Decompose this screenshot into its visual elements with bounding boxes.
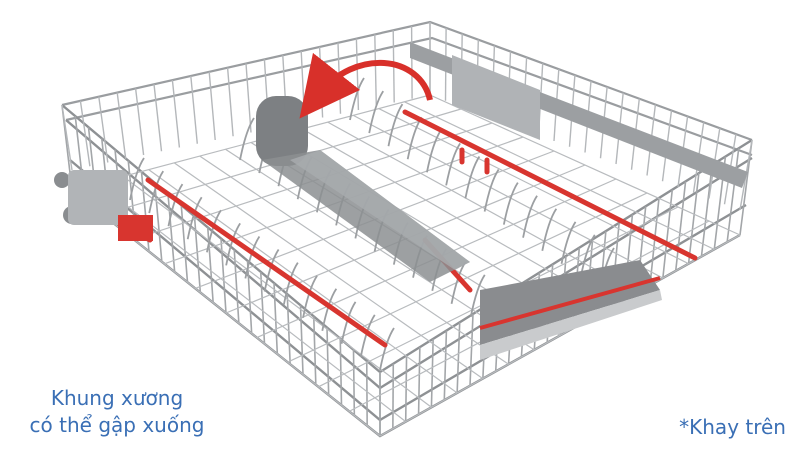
wire — [61, 104, 73, 171]
central-holder — [256, 96, 470, 282]
wire — [171, 80, 181, 148]
wire — [739, 139, 753, 236]
tine — [387, 103, 404, 147]
wire — [79, 100, 91, 167]
wire — [193, 216, 202, 293]
wire — [233, 249, 240, 324]
wire — [153, 182, 163, 262]
wire — [246, 260, 253, 334]
wire — [374, 34, 377, 107]
wire — [443, 330, 448, 401]
wire — [687, 173, 700, 264]
wire — [456, 322, 461, 393]
wire — [153, 84, 163, 152]
tray-caption: *Khay trên — [679, 415, 786, 439]
tine — [464, 155, 481, 199]
tine — [239, 117, 255, 161]
tine — [541, 208, 558, 251]
fold-caption: Khung xương có thể gập xuống — [12, 385, 222, 439]
tine — [502, 182, 519, 225]
front-tray — [479, 260, 662, 360]
curved-arrow-icon — [299, 52, 433, 119]
wire — [417, 347, 421, 415]
wire — [226, 67, 234, 137]
wire — [245, 63, 252, 133]
fold-caption-line-2: có thể gập xuống — [29, 413, 205, 437]
tine — [483, 169, 500, 212]
tine — [426, 129, 442, 173]
wire — [286, 294, 291, 365]
wire — [259, 271, 266, 344]
wire — [180, 205, 189, 283]
wire — [318, 46, 324, 118]
wire — [167, 193, 176, 273]
wire — [208, 71, 216, 141]
tine — [469, 274, 486, 318]
wire — [410, 26, 413, 99]
wire — [273, 282, 279, 355]
floor-wire — [287, 192, 648, 363]
wire — [674, 181, 687, 271]
wire — [662, 189, 674, 279]
wire — [98, 96, 109, 163]
wire — [726, 148, 740, 243]
wire — [700, 164, 713, 257]
wire — [299, 305, 304, 375]
rack-left-side-wires — [61, 104, 381, 436]
tine — [560, 221, 577, 265]
wire — [352, 349, 356, 416]
wire — [116, 92, 127, 159]
wire — [190, 75, 198, 144]
wire — [469, 313, 474, 386]
tine — [129, 157, 145, 201]
wire — [355, 38, 360, 111]
wire — [430, 338, 434, 408]
tine — [522, 195, 538, 238]
wire — [134, 88, 145, 156]
tine — [445, 142, 461, 186]
fold-caption-line-1: Khung xương — [50, 386, 184, 410]
red-latches — [459, 147, 490, 175]
wire — [649, 197, 660, 286]
cup-shelf — [410, 42, 748, 188]
floor-wire — [379, 234, 741, 437]
left-hinge — [54, 170, 153, 241]
tine — [368, 90, 384, 134]
floor-wire — [71, 94, 431, 191]
